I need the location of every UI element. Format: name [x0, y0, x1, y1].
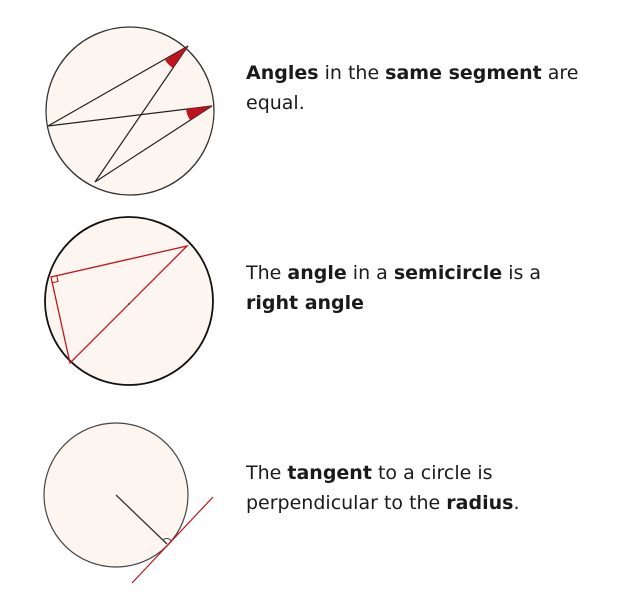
angle-marker-icon [186, 106, 212, 120]
chord [94, 105, 213, 183]
chord [47, 105, 213, 127]
radius [115, 494, 168, 545]
caption-text: are equal. [246, 62, 579, 114]
right-angle-icon [162, 538, 172, 542]
caption-tangent-radius: The tangent to a circle is perpendicular… [246, 458, 586, 518]
same-segment-diagram [45, 26, 215, 196]
caption-text: is a [502, 262, 542, 284]
theorem-semicircle: The angle in a semicircle is a right ang… [0, 200, 630, 400]
semicircle-diagram [44, 216, 214, 386]
caption-bold: Angles [246, 62, 319, 84]
caption-semicircle: The angle in a semicircle is a right ang… [246, 258, 586, 318]
angle-marker-icon [165, 46, 188, 68]
theorem-same-segment: Angles in the same segment are equal. [0, 0, 630, 200]
caption-bold: right angle [246, 292, 365, 314]
chord [94, 45, 189, 183]
caption-same-segment: Angles in the same segment are equal. [246, 58, 586, 118]
theorem-tangent-radius: The tangent to a circle is perpendicular… [0, 400, 630, 602]
tangent-diagram [43, 422, 214, 584]
tangent-line [131, 496, 214, 584]
caption-text: The [246, 262, 288, 284]
center-point [128, 303, 130, 305]
caption-bold: semicircle [393, 262, 503, 284]
right-angle-icon [52, 275, 59, 284]
caption-text: to a circle is perpendicular to the [246, 462, 493, 514]
chord [47, 45, 189, 127]
caption-bold: angle [287, 262, 347, 284]
caption-text: . [513, 492, 520, 514]
caption-text: in a [346, 262, 394, 284]
caption-bold: same segment [385, 62, 542, 84]
caption-text: in the [318, 62, 386, 84]
caption-bold: tangent [287, 462, 372, 484]
circle [44, 216, 214, 386]
caption-text: The [246, 462, 288, 484]
caption-bold: radius [446, 492, 514, 514]
